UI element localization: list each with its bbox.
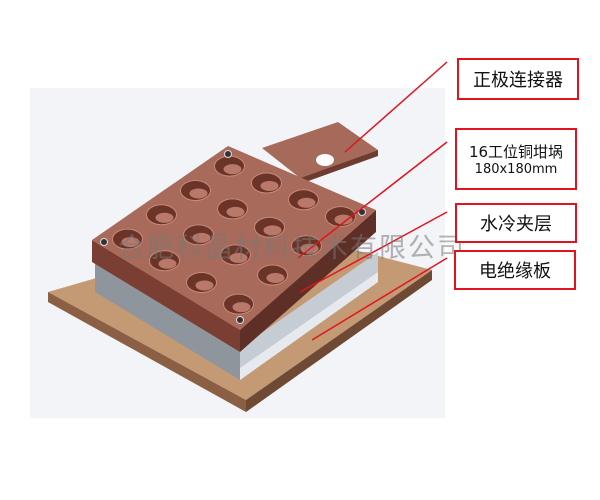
crucible-well-highlight [232, 302, 251, 313]
label-title: 电绝缘板 [479, 261, 551, 282]
screw-icon [236, 316, 244, 324]
insulation-board-side-right [246, 270, 432, 412]
crucible-well-highlight [155, 212, 174, 223]
crucible-well-highlight [195, 280, 214, 291]
crucible-well-highlight [260, 180, 279, 191]
copper-plate-side-right [240, 210, 376, 352]
leader-line-crucible [297, 141, 448, 259]
label-title: 水冷夹层 [480, 214, 552, 235]
crucible-well-highlight [263, 225, 282, 236]
label-title: 16工位铜坩埚 [468, 143, 564, 161]
insulation-board-side-left [48, 292, 246, 412]
screw-icon [100, 238, 108, 246]
crucible-well-highlight [189, 188, 208, 199]
crucible-well-highlight [192, 232, 211, 243]
connector-tab-edge [300, 150, 378, 184]
label-subtitle: 180x180mm [474, 162, 558, 177]
connector-hole [316, 154, 334, 166]
watermark: 合肥科晶材料技术有限公司 [118, 233, 466, 264]
crucible-well-highlight [223, 164, 242, 175]
crucible-well-highlight [229, 252, 248, 263]
screw-icon [224, 150, 232, 158]
cooling-layer-plate [240, 272, 378, 380]
leader-line-insulation [311, 257, 448, 341]
label-cooling-layer: 水冷夹层 [455, 203, 577, 243]
label-crucible: 16工位铜坩埚 180x180mm [455, 128, 577, 190]
copper-plate-side-left [92, 240, 240, 352]
leader-line-cooling [299, 211, 448, 293]
label-insulation-board: 电绝缘板 [454, 250, 576, 290]
positive-connector-tab [262, 122, 378, 178]
crucible-well-highlight [121, 237, 140, 248]
crucible-well-highlight [266, 272, 285, 283]
leader-line-connector [344, 61, 448, 153]
label-title: 正极连接器 [473, 70, 563, 91]
cooling-layer-left [95, 262, 240, 380]
crucible-well-highlight [226, 206, 245, 217]
label-positive-connector: 正极连接器 [457, 58, 579, 100]
crucible-wells [100, 150, 366, 324]
crucible-well-highlight [334, 214, 353, 225]
crucible-well-highlight [158, 258, 177, 269]
crucible-well-highlight [297, 197, 316, 208]
